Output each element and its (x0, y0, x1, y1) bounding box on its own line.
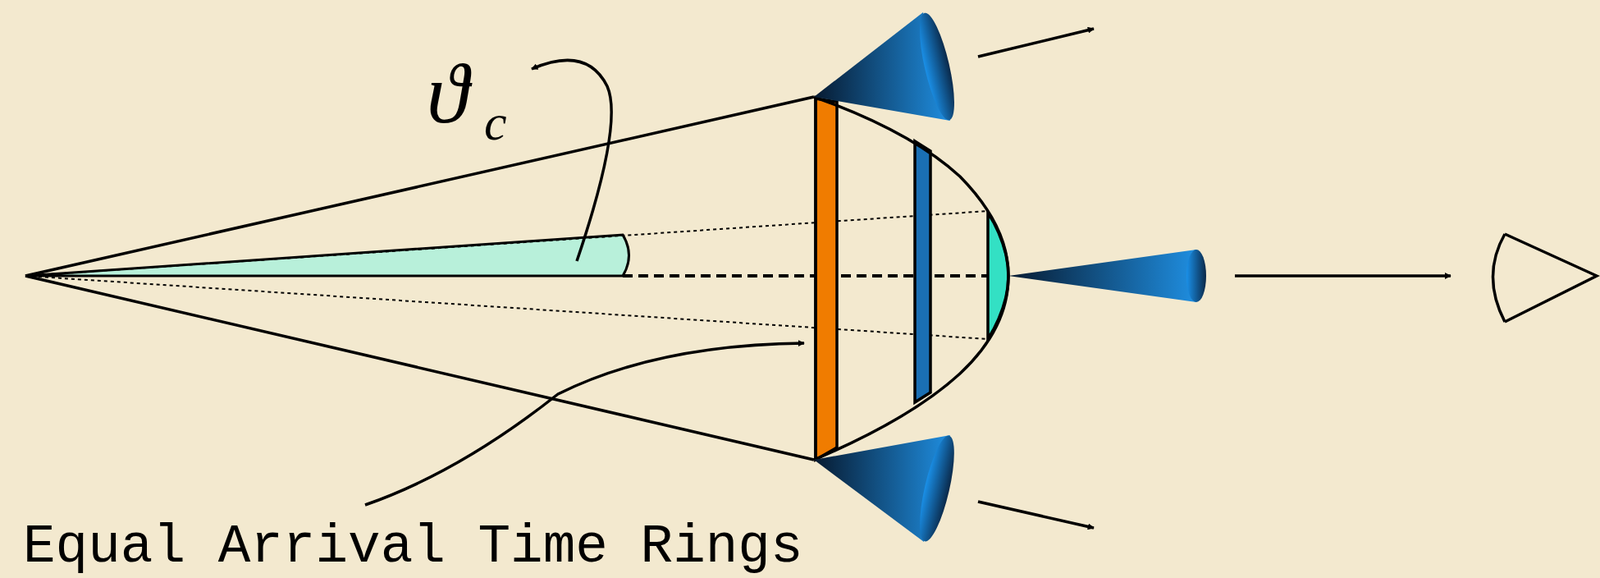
angle-symbol: ϑ (426, 50, 469, 137)
jet-edge (25, 275, 814, 460)
dotted-line (25, 275, 988, 339)
direction-arrow (978, 501, 1094, 528)
rings-leader (365, 342, 805, 505)
observer-eye (1493, 233, 1598, 322)
dotted-line (25, 210, 988, 276)
emission-cone (813, 9, 962, 123)
angle-leader (531, 59, 612, 261)
direction-arrow (1234, 274, 1451, 278)
rings-label: Equal Arrival Time Rings (22, 520, 804, 575)
emission-cone (1008, 249, 1207, 302)
dotted-axis (25, 274, 623, 277)
emitting-surface (813, 96, 1009, 460)
ring-edge (813, 98, 818, 460)
direction-arrow (978, 28, 1094, 57)
emission-cone (813, 432, 961, 544)
blue-ring (914, 141, 931, 403)
angle-subscript: c (484, 96, 508, 148)
orange-ring (815, 98, 837, 460)
